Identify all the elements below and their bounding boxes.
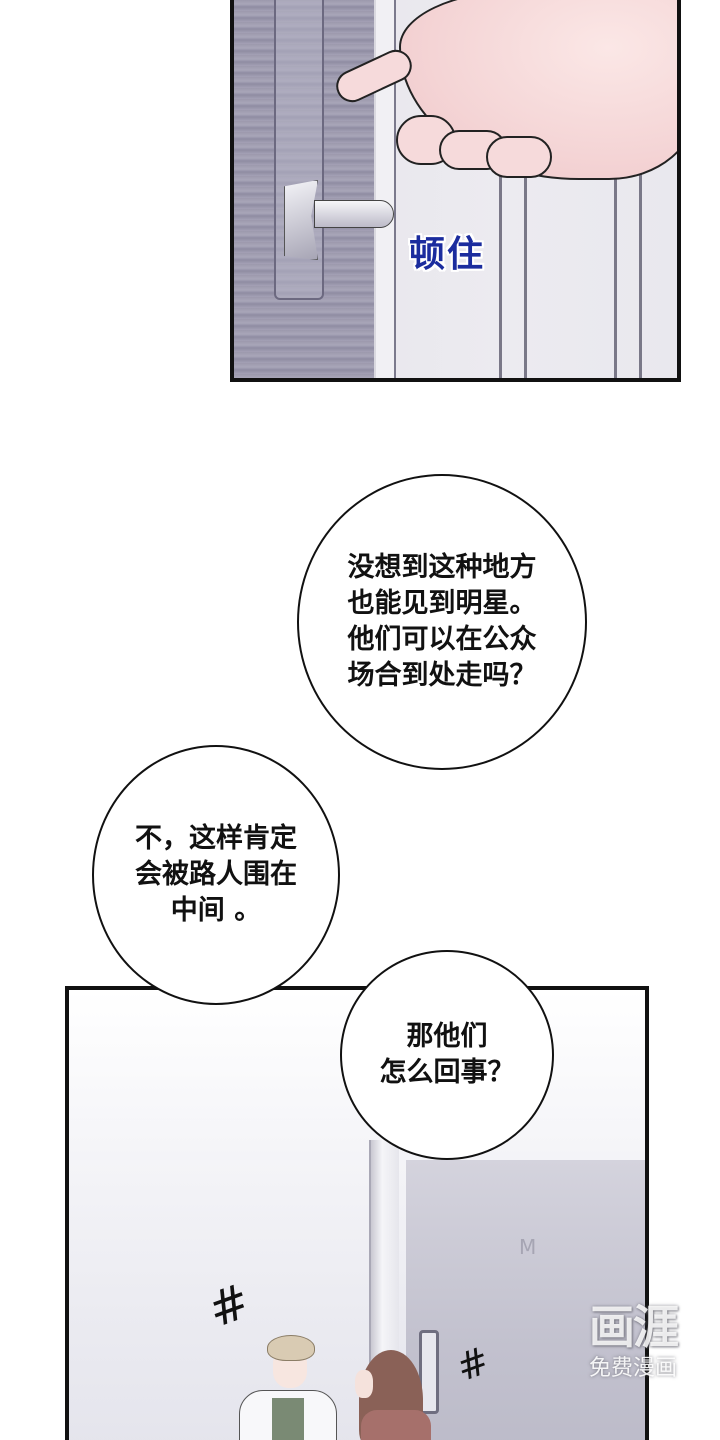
man-hair: [267, 1335, 315, 1361]
speech-bubble-1: 没想到这种地方 也能见到明星。 他们可以在公众 场合到处走吗？: [297, 474, 587, 770]
wall-stripe: [499, 0, 502, 378]
comic-panel-door-hand: 顿住: [230, 0, 681, 382]
speech-bubble-3: 那他们 怎么回事？: [340, 950, 554, 1160]
door-frame: [374, 0, 396, 378]
woman-face: [355, 1370, 373, 1398]
speech-bubble-2: 不，这样肯定 会被路人围在 中间 。: [92, 745, 340, 1005]
speech-bubble-text: 不，这样肯定 会被路人围在 中间 。: [135, 823, 297, 926]
door-handle: [419, 1330, 439, 1414]
speech-bubble-text: 那他们 怎么回事？: [379, 1021, 515, 1088]
sound-effect-text: 顿住: [409, 234, 486, 275]
door-handle: [314, 200, 394, 228]
speech-bubble-text: 没想到这种地方 也能见到明星。 他们可以在公众 场合到处走吗？: [347, 552, 537, 691]
woman-top: [361, 1410, 431, 1440]
sound-effect-mark-left: #: [200, 1272, 258, 1340]
wall-stripe: [524, 0, 527, 378]
door: [406, 1160, 645, 1440]
watermark: 画涯 免费漫画: [568, 1300, 698, 1384]
watermark-logo: 画涯: [589, 1300, 679, 1354]
man-tshirt: [272, 1398, 304, 1440]
watermark-subtitle: 免费漫画: [588, 1356, 677, 1381]
wall-stripe: [614, 0, 617, 378]
door-sign-letter: M: [519, 1235, 537, 1259]
wall-stripe: [639, 0, 642, 378]
finger: [486, 136, 552, 178]
